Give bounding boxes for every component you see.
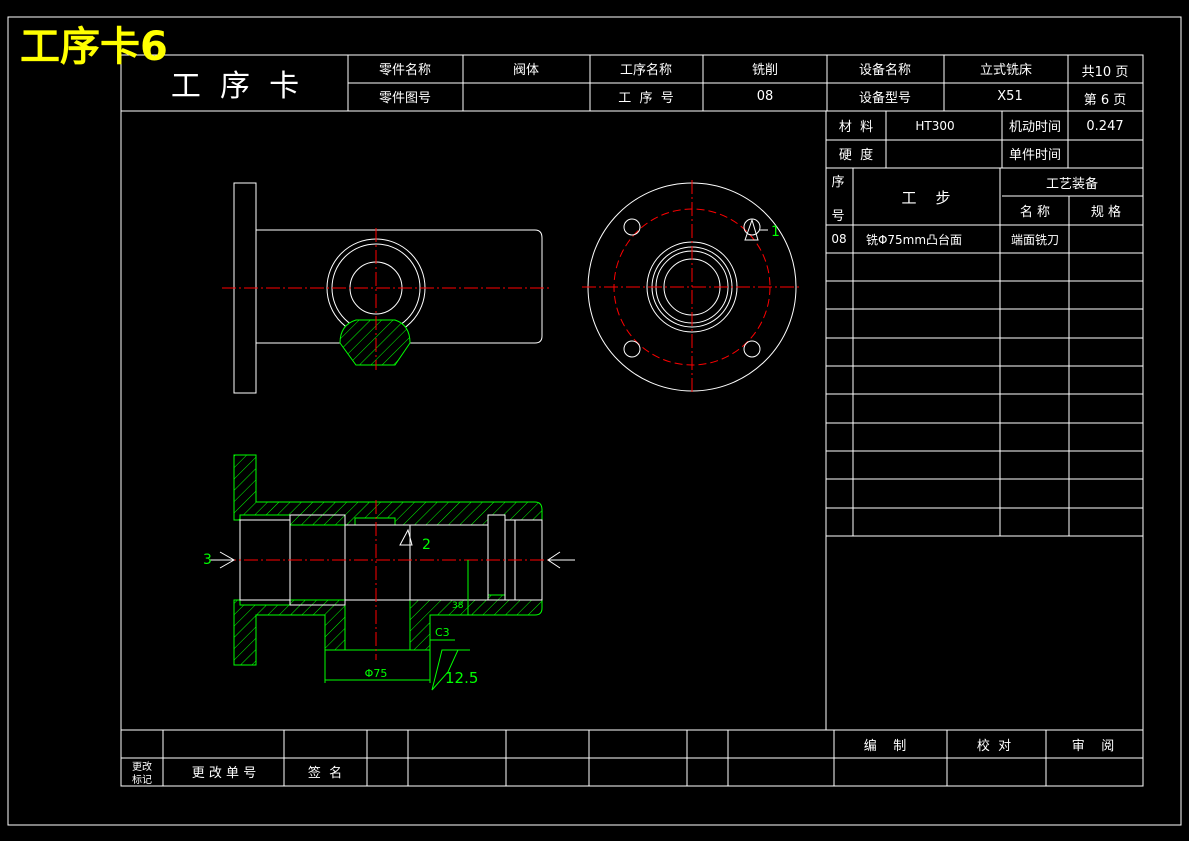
- step-row-tool-name: 端面铣刀: [1011, 233, 1059, 247]
- equip-name-label: 设备名称: [859, 62, 911, 78]
- info-table: [825, 111, 1143, 730]
- drawing-frame: [120, 54, 1144, 787]
- flange-view: [582, 180, 802, 395]
- op-name-value: 铣削: [752, 63, 778, 78]
- footer-table: [121, 729, 1143, 786]
- feature-label-3: 3: [203, 552, 212, 568]
- op-no-value: 08: [757, 89, 774, 104]
- material-value: HT300: [915, 119, 954, 133]
- card-title: 工 序 卡: [171, 69, 299, 104]
- feature-label-2: 2: [422, 537, 431, 553]
- seq-label-top: 序: [831, 175, 844, 190]
- header-table: [121, 55, 1143, 112]
- step-row-seq: 08: [831, 232, 846, 246]
- outer-border: [7, 16, 1182, 826]
- equip-model-label: 设备型号: [859, 90, 911, 106]
- equip-name-value: 立式铣床: [980, 63, 1032, 78]
- page-number: 第 6 页: [1084, 93, 1127, 108]
- total-pages: 共10 页: [1082, 65, 1129, 80]
- hardness-label: 硬 度: [839, 147, 873, 163]
- sign-label: 签 名: [308, 765, 342, 781]
- feature-label-1: 1: [771, 224, 780, 240]
- checked-label: 校 对: [977, 738, 1011, 754]
- seq-label-bottom: 号: [831, 209, 844, 224]
- part-no-label: 零件图号: [379, 91, 431, 106]
- dim-diameter: Φ75: [365, 667, 388, 680]
- approved-label: 审 阅: [1072, 739, 1115, 754]
- part-name-value: 阀体: [513, 63, 539, 78]
- tool-name-label: 名 称: [1020, 204, 1050, 220]
- dim-chamfer: C3: [435, 626, 450, 639]
- step-label: 工 步: [901, 189, 950, 207]
- change-mark-label-line2: 标记: [132, 774, 152, 786]
- machine-time-value: 0.247: [1086, 119, 1123, 134]
- material-label: 材 料: [839, 120, 873, 135]
- op-no-label: 工 序 号: [618, 91, 674, 106]
- prepared-label: 编 制: [864, 739, 907, 754]
- change-mark-label-line1: 更改: [132, 760, 152, 773]
- front-view: [222, 182, 552, 394]
- change-no-label: 更 改 单 号: [192, 766, 256, 781]
- section-view: [210, 454, 575, 691]
- tool-spec-label: 规 格: [1091, 204, 1121, 220]
- unit-time-label: 单件时间: [1009, 148, 1061, 163]
- part-name-label: 零件名称: [379, 62, 431, 78]
- op-name-label: 工序名称: [620, 62, 672, 78]
- machine-time-label: 机动时间: [1009, 120, 1061, 135]
- equip-label: 工艺装备: [1046, 176, 1098, 192]
- overlay-title: 工序卡6: [20, 24, 168, 70]
- step-row-description: 铣Φ75mm凸台面: [866, 232, 962, 247]
- dim-roughness: 12.5: [445, 669, 478, 687]
- equip-model-value: X51: [997, 89, 1022, 104]
- dim-height: 38: [452, 601, 464, 611]
